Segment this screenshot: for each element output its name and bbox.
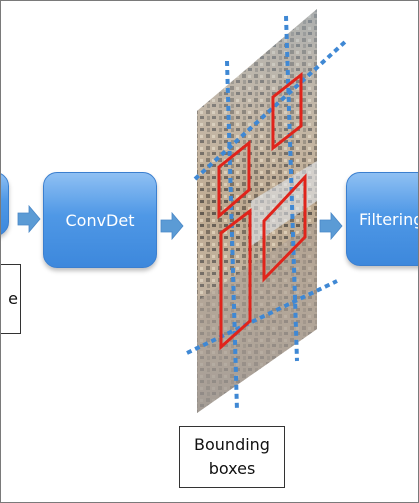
arrow-left-to-convdet (17, 204, 41, 234)
arrow-image-to-filtering (319, 211, 343, 241)
perspective-image (197, 9, 317, 413)
bbox-4 (262, 173, 307, 283)
bounding-boxes-label: Bounding boxes (179, 426, 285, 488)
filtering-label: Filtering (359, 209, 419, 229)
filtering-node: Filtering (346, 172, 419, 266)
bbox-3 (219, 207, 252, 351)
arrow-convdet-to-image (160, 211, 184, 241)
bbox-1 (217, 139, 251, 220)
left-label-text: e (8, 289, 18, 308)
convdet-node: ConvDet (43, 172, 157, 268)
bounding-boxes-line1: Bounding (194, 435, 270, 454)
bounding-boxes-line2: boxes (208, 459, 256, 478)
convdet-label: ConvDet (65, 210, 135, 230)
bbox-2 (271, 71, 303, 152)
dotted-grid-lines (186, 15, 348, 412)
bounding-boxes (217, 71, 307, 351)
left-label-partial: e (1, 264, 21, 334)
